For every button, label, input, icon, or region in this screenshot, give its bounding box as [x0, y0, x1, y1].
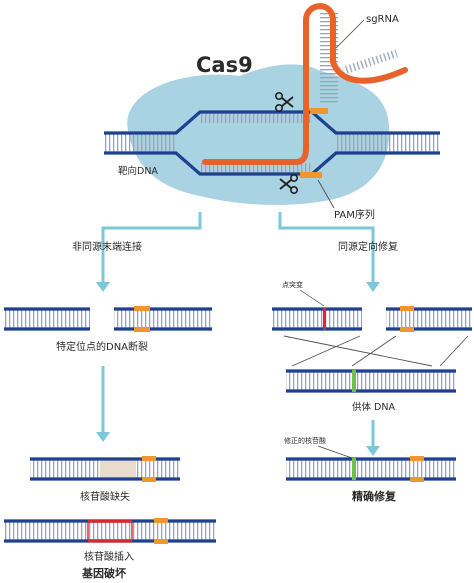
insertion-dna [4, 518, 216, 544]
target-dna-duplex [104, 110, 440, 176]
pam-marker-bottom [300, 172, 322, 178]
donor-dna [286, 369, 456, 393]
insertion-label: 核苷酸插入 [84, 550, 134, 563]
broken-chromosome-pieces [272, 306, 472, 332]
target-dna-label: 靶向DNA [118, 165, 158, 177]
cas9-complex: Cas9 sgRNA 靶向DNA PAM序列 [104, 3, 440, 221]
scissors-icon [275, 92, 294, 113]
repaired-dna [286, 456, 456, 482]
pam-marker-top [310, 108, 328, 114]
sgrna [202, 3, 408, 165]
gene-disruption-label: 基因破坏 [81, 566, 126, 580]
crossover-lines [283, 335, 469, 367]
precise-repair-label: 精确修复 [352, 489, 397, 503]
scissors-icon [279, 173, 298, 194]
arrowheads [96, 282, 380, 456]
pam-label: PAM序列 [334, 208, 375, 221]
branch-arrows [101, 212, 375, 446]
cas9-label: Cas9 [196, 53, 253, 77]
donor-dna-label: 供体 DNA [352, 401, 395, 413]
sgrna-label: sgRNA [366, 14, 399, 25]
dsb-label: 特定位点的DNA断裂 [56, 340, 148, 353]
corrected-base-label: 修正的核苷酸 [284, 436, 326, 445]
point-mutation-label: 点突变 [282, 280, 303, 289]
hdr-label: 同源定向修复 [338, 240, 398, 253]
nhej-label: 非同源末端连接 [72, 240, 142, 253]
dsb-dna [4, 306, 212, 332]
deletion-label: 核苷酸缺失 [80, 490, 130, 503]
deletion-dna [30, 456, 180, 482]
